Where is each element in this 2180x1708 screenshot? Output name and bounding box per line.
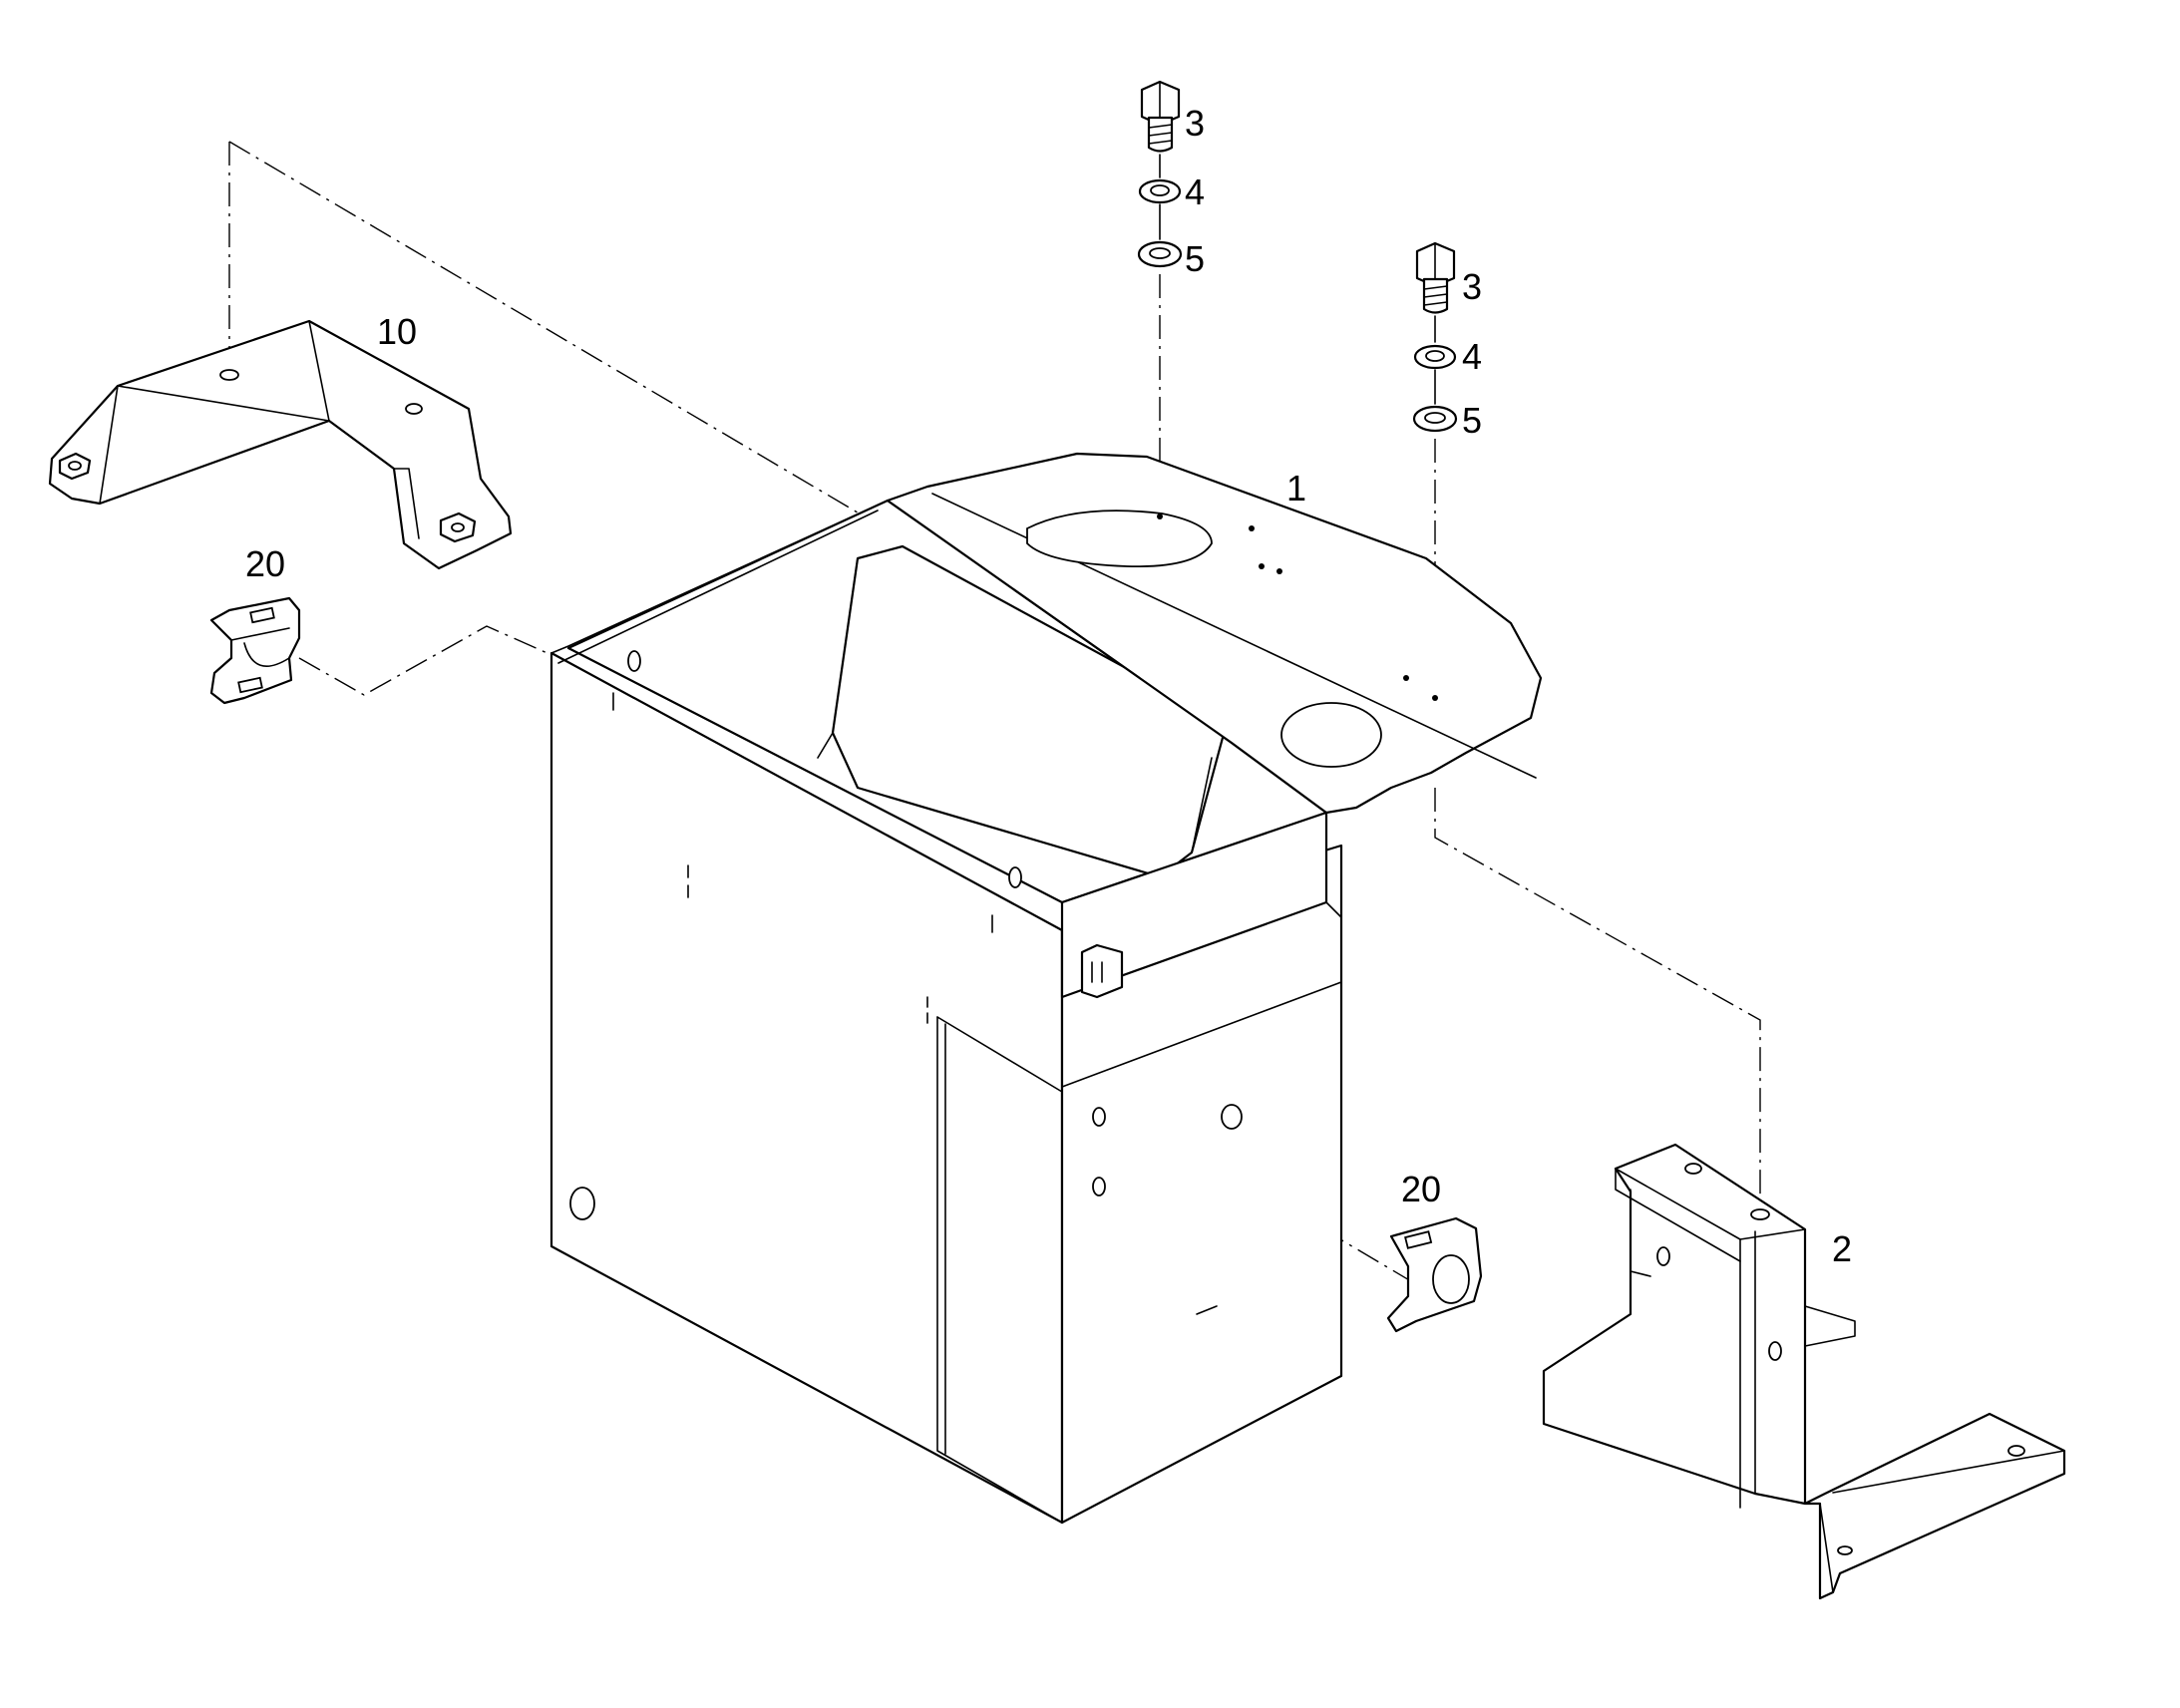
cover-housing-1	[549, 452, 1543, 1525]
bracket-10-hole-b	[405, 403, 423, 415]
clamp-20-left	[209, 596, 301, 705]
leader-diagonal-to-cover	[228, 141, 869, 519]
lock-washer-4-a	[1138, 178, 1182, 204]
washer-5-b	[1412, 405, 1458, 433]
lock-washer-4-b	[1413, 344, 1457, 370]
leader-clamp-20-left	[298, 625, 559, 696]
callout-bolt-b: 3	[1462, 266, 1482, 307]
washer-5-a	[1137, 240, 1183, 268]
callout-part-2: 2	[1832, 1228, 1852, 1269]
callout-clamp-20-right: 20	[1401, 1169, 1441, 1209]
bracket-10	[48, 319, 513, 570]
bracket-2	[1542, 1143, 2066, 1600]
cover-hole-large	[1026, 510, 1213, 568]
fastener-stack-a	[1137, 80, 1183, 268]
fastener-stack-b	[1412, 241, 1458, 433]
callout-labels: 1 2 3 4 5 3 4 5 10 20 20	[245, 103, 1852, 1269]
callout-clamp-20-left: 20	[245, 543, 285, 584]
bolt-3-a	[1140, 80, 1181, 178]
callout-bolt-a: 3	[1185, 103, 1205, 144]
callout-bracket-10: 10	[377, 311, 417, 352]
clamp-20-right	[1386, 1216, 1483, 1333]
leader-cover-to-bracket-2	[1434, 788, 1761, 1214]
callout-part-1: 1	[1286, 468, 1306, 509]
callout-washer-a: 5	[1185, 238, 1205, 279]
cover-side-hole	[569, 1187, 595, 1220]
cover-hole-round	[1280, 702, 1382, 768]
bolt-3-b	[1415, 241, 1456, 343]
callout-lock-washer-a: 4	[1185, 171, 1205, 212]
callout-washer-b: 5	[1462, 400, 1482, 441]
bracket-10-hole-a	[219, 369, 239, 381]
callout-lock-washer-b: 4	[1462, 336, 1482, 377]
